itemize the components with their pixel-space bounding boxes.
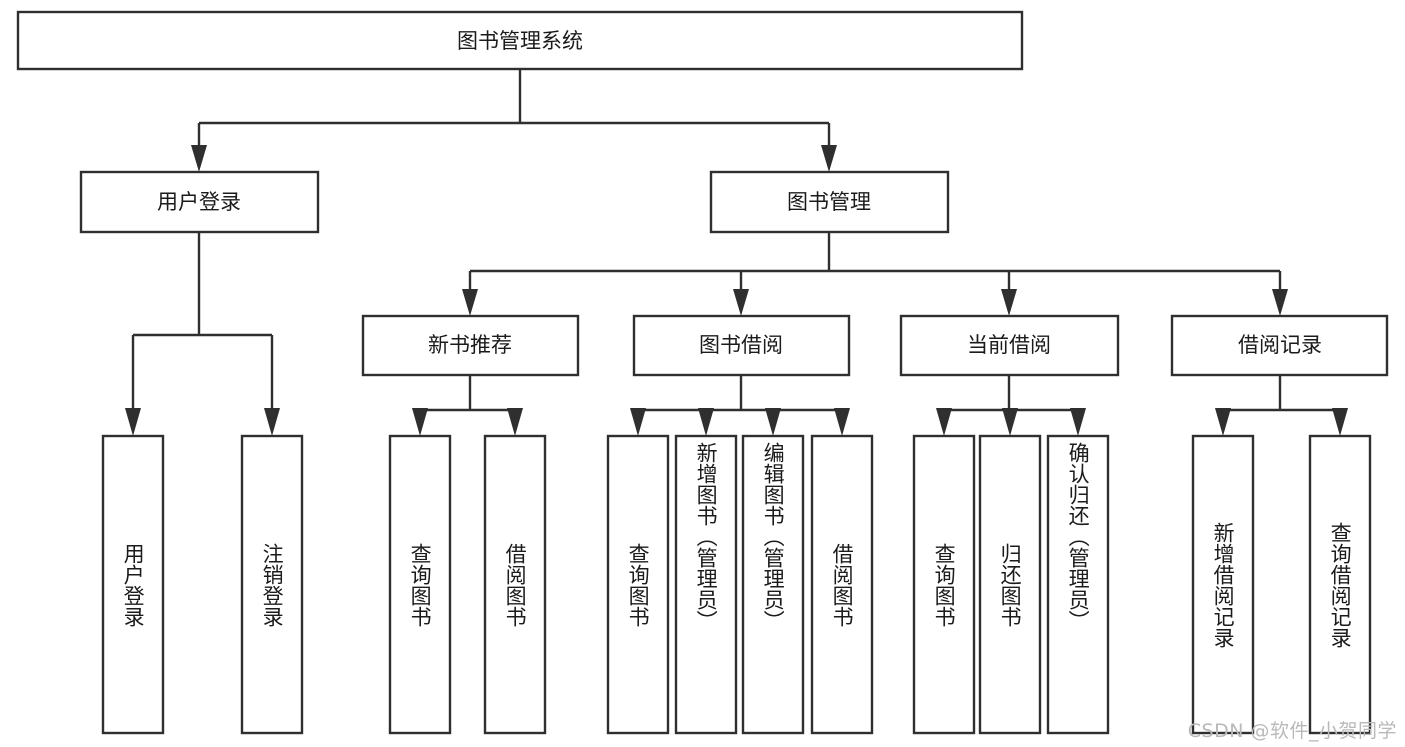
root-label: 图书管理系统: [457, 29, 583, 53]
leaf-label-bookborrow-0: 查询图书: [626, 542, 651, 627]
leaf-boxes: [101, 434, 1372, 735]
node-root[interactable]: 图书管理系统: [16, 10, 1024, 71]
leaf-box-currentborrow-1[interactable]: [978, 434, 1042, 735]
arrow-to-book-borrow: [733, 289, 749, 316]
root-box[interactable]: [16, 10, 1024, 71]
book-borrow-box[interactable]: [632, 314, 851, 377]
node-current-borrow[interactable]: 当前借阅: [899, 314, 1120, 377]
arrow-to-user-login: [191, 145, 207, 172]
leaf-label-bookborrow-3-wrap: 借阅图书: [812, 436, 872, 733]
leaf-label-currentborrow-0: 查询图书: [932, 542, 957, 627]
leaf-label-borrowrecord-0-wrap: 新增借阅记录: [1193, 436, 1253, 733]
leaf-label-bookborrow-0-wrap: 查询图书: [608, 436, 668, 733]
connector-root-to-level2: [197, 69, 831, 157]
arrow-leaf-currentborrow-2: [1070, 408, 1086, 436]
leaf-box-bookborrow-1[interactable]: [674, 434, 738, 735]
connector-bookmanage-to-level3: [468, 232, 1282, 296]
user-login-box[interactable]: [79, 170, 320, 234]
borrow-record-label: 借阅记录: [1238, 333, 1322, 357]
leaf-label-newbook-1-wrap: 借阅图书: [485, 436, 545, 733]
leaf-label-bookborrow-2-wrap: 编辑图书（管理员）: [743, 442, 803, 733]
leaf-box-borrowrecord-0[interactable]: [1191, 434, 1255, 735]
leaf-label-currentborrow-2: 确认归还（管理员）: [1066, 442, 1091, 631]
arrow-leaf-borrowrecord-0: [1215, 408, 1231, 436]
leaf-label-currentborrow-1: 归还图书: [998, 542, 1023, 627]
node-user-login[interactable]: 用户登录: [79, 170, 320, 234]
leaf-box-newbook-0[interactable]: [388, 434, 452, 735]
leaf-label-user-login-1: 注销登录: [260, 542, 285, 627]
current-borrow-label: 当前借阅: [967, 333, 1051, 357]
arrow-to-current-borrow: [1001, 289, 1017, 316]
arrow-leaf-user-login-0: [125, 408, 141, 436]
leaf-box-newbook-1[interactable]: [483, 434, 547, 735]
book-manage-label: 图书管理: [787, 190, 871, 214]
node-borrow-record[interactable]: 借阅记录: [1170, 314, 1389, 377]
leaf-box-user-login-0[interactable]: [101, 434, 165, 735]
arrow-to-borrow-record: [1272, 289, 1288, 316]
user-login-label: 用户登录: [157, 190, 241, 214]
leaf-label-user-login-1-wrap: 注销登录: [242, 436, 302, 733]
arrow-to-book-manage: [821, 145, 837, 172]
new-book-recommend-box[interactable]: [361, 314, 580, 377]
arrow-leaf-newbook-0: [412, 408, 428, 436]
current-borrow-box[interactable]: [899, 314, 1120, 377]
connector-borrowrecord-to-leaves: [1223, 375, 1340, 412]
node-book-borrow[interactable]: 图书借阅: [632, 314, 851, 377]
connectors: [125, 69, 1348, 436]
leaf-label-user-login-0: 用户登录: [121, 542, 146, 627]
leaf-box-user-login-1[interactable]: [240, 434, 304, 735]
book-borrow-label: 图书借阅: [699, 333, 783, 357]
leaf-label-bookborrow-3: 借阅图书: [830, 542, 855, 627]
node-new-book-recommend[interactable]: 新书推荐: [361, 314, 580, 377]
leaf-box-borrowrecord-1[interactable]: [1308, 434, 1372, 735]
leaf-label-bookborrow-2: 编辑图书（管理员）: [761, 442, 786, 631]
leaf-label-currentborrow-1-wrap: 归还图书: [980, 436, 1040, 733]
leaf-label-borrowrecord-0: 新增借阅记录: [1211, 521, 1236, 648]
arrow-leaf-user-login-1: [264, 408, 280, 436]
leaf-label-currentborrow-2-wrap: 确认归还（管理员）: [1048, 442, 1108, 733]
leaf-box-bookborrow-2[interactable]: [741, 434, 805, 735]
leaf-label-newbook-1: 借阅图书: [503, 542, 528, 627]
arrow-leaf-newbook-1: [507, 408, 523, 436]
watermark: CSDN @软件_小贺同学: [1187, 720, 1397, 742]
arrow-leaf-bookborrow-0: [630, 408, 646, 436]
arrow-leaf-currentborrow-1: [1002, 408, 1018, 436]
leaf-label-user-login-0-wrap: 用户登录: [103, 436, 163, 733]
arrow-to-new-book: [462, 289, 478, 316]
leaf-box-bookborrow-3[interactable]: [810, 434, 874, 735]
connector-currentborrow-to-leaves: [944, 375, 1078, 412]
leaf-label-newbook-0-wrap: 查询图书: [390, 436, 450, 733]
leaf-box-bookborrow-0[interactable]: [606, 434, 670, 735]
arrow-leaf-bookborrow-3: [834, 408, 850, 436]
connector-userlogin-to-leaves: [131, 232, 274, 410]
arrow-leaf-bookborrow-1: [698, 408, 714, 436]
leaf-label-borrowrecord-1: 查询借阅记录: [1328, 521, 1353, 648]
arrow-leaf-bookborrow-2: [765, 408, 781, 436]
leaf-label-bookborrow-1: 新增图书（管理员）: [694, 442, 719, 631]
leaf-box-currentborrow-0[interactable]: [912, 434, 976, 735]
leaf-label-bookborrow-1-wrap: 新增图书（管理员）: [676, 442, 736, 733]
arrow-leaf-currentborrow-0: [936, 408, 952, 436]
borrow-record-box[interactable]: [1170, 314, 1389, 377]
new-book-recommend-label: 新书推荐: [428, 333, 512, 357]
leaf-label-newbook-0: 查询图书: [408, 542, 433, 627]
leaf-box-currentborrow-2[interactable]: [1046, 434, 1110, 735]
connector-newbook-to-leaves: [420, 375, 515, 412]
leaf-label-borrowrecord-1-wrap: 查询借阅记录: [1310, 436, 1370, 733]
node-book-manage[interactable]: 图书管理: [709, 170, 950, 234]
book-manage-box[interactable]: [709, 170, 950, 234]
leaf-label-currentborrow-0-wrap: 查询图书: [914, 436, 974, 733]
connector-bookborrow-to-leaves: [638, 375, 842, 412]
arrow-leaf-borrowrecord-1: [1332, 408, 1348, 436]
